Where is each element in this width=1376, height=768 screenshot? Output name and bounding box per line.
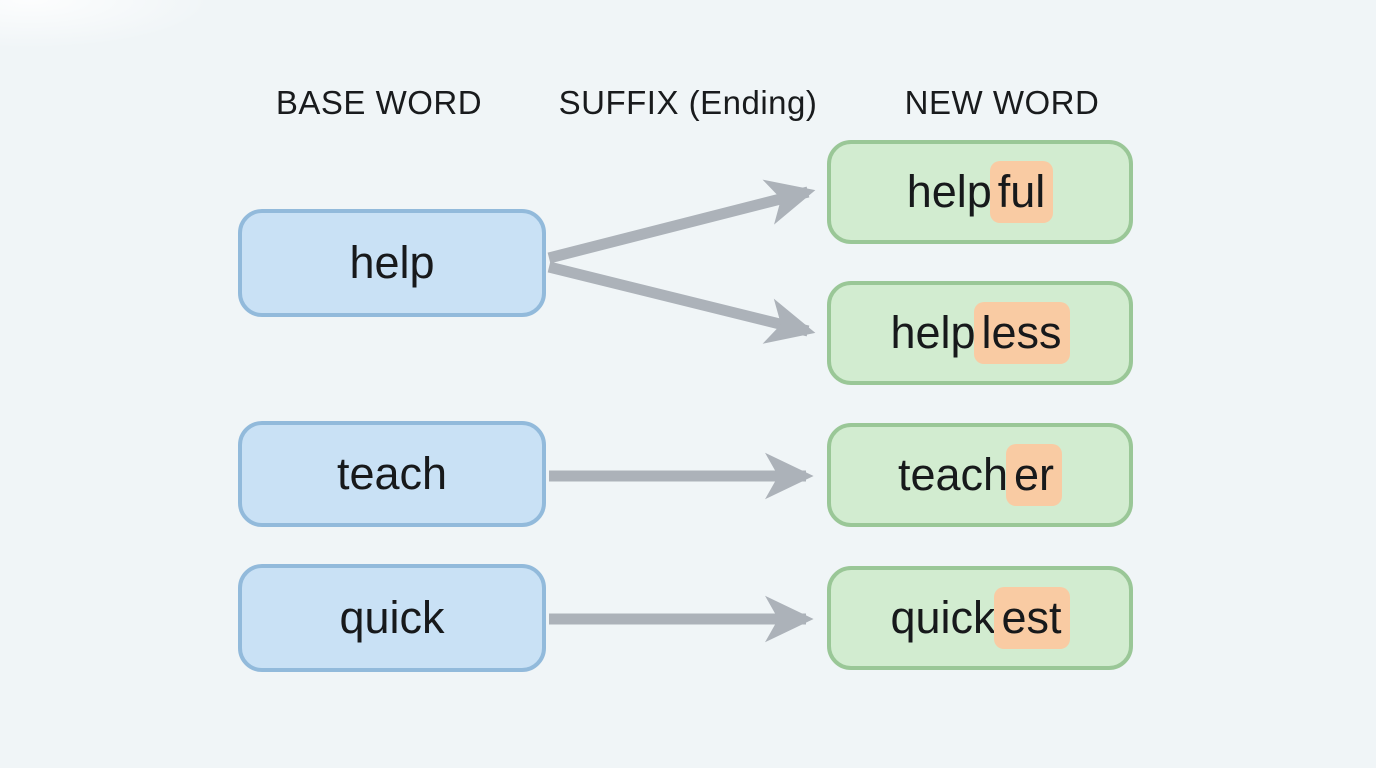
arrow-help-to-helpful (547, 179, 816, 264)
base-word-label: help (349, 237, 435, 288)
word-stem: help (906, 166, 992, 217)
base-word-label: teach (336, 448, 448, 499)
base-word-box-quick: quick (238, 564, 546, 672)
suffix-highlight: est (993, 587, 1070, 649)
word-stem: teach (897, 449, 1009, 500)
column-header-base-word: BASE WORD (275, 84, 483, 121)
suffix-highlight: ful (989, 161, 1054, 223)
base-word-box-help: help (238, 209, 546, 317)
word-stem: quick (890, 592, 996, 643)
column-header-suffix: SUFFIX (Ending) (558, 84, 818, 121)
suffix-highlight: er (1006, 444, 1063, 506)
base-word-box-teach: teach (238, 421, 546, 527)
column-header-new-word: NEW WORD (904, 84, 1100, 121)
suffix-highlight: less (973, 302, 1070, 364)
base-word-label: quick (339, 592, 445, 643)
arrow-help-to-helpless (547, 261, 816, 344)
word-stem: help (890, 307, 976, 358)
